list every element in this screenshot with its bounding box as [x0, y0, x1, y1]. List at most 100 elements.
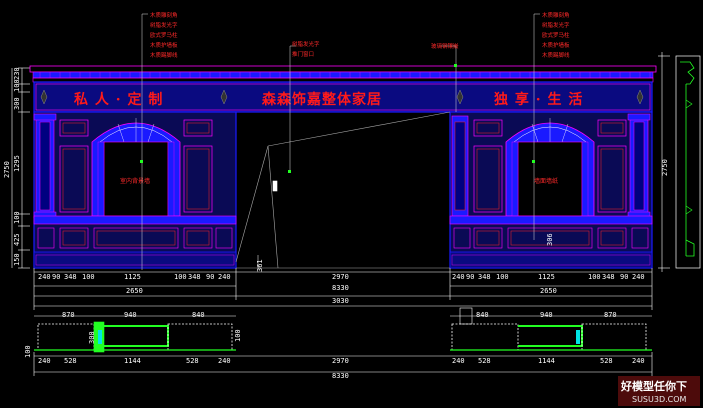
ornament-diamond-1: [40, 89, 48, 105]
plan-dim-940a: 940: [124, 311, 137, 319]
svg-text:240: 240: [218, 273, 231, 281]
right-note-3: 欧式罗马柱: [542, 31, 570, 39]
left-note-2: 树脂发光字: [150, 21, 178, 29]
svg-text:2970: 2970: [332, 273, 349, 281]
svg-text:100: 100: [174, 273, 187, 281]
svg-text:90: 90: [206, 273, 214, 281]
svg-text:528: 528: [186, 357, 199, 365]
elevation-bottom-dims: 240 90 348 100 1125 100 348 90 240 2970 …: [38, 273, 645, 281]
svg-text:100: 100: [588, 273, 601, 281]
svg-text:528: 528: [600, 357, 613, 365]
plan-dim-870a: 870: [62, 311, 75, 319]
plan-side-300: 300: [88, 331, 96, 344]
plan-side-100b: 100: [234, 329, 242, 342]
left-notes: 木质雕刻角 树脂发光字 欧式罗马柱 木质护墙板 木质踢脚线: [150, 11, 178, 59]
elevation-dim-lines: [33, 268, 653, 310]
plan-right: [450, 307, 652, 351]
dim-v-425: 425: [13, 233, 21, 246]
center-note-2: 推门窗口: [292, 50, 314, 58]
dim-v-1295: 1295: [13, 155, 21, 172]
plan-dim-870b: 870: [604, 311, 617, 319]
plan-total: 8330: [332, 372, 349, 380]
dim-v-300: 300: [13, 97, 21, 110]
right-note-1: 木质雕刻角: [542, 11, 570, 19]
center-note-1: 树脂发光字: [292, 40, 320, 48]
svg-text:240: 240: [632, 273, 645, 281]
left-note-1: 木质雕刻角: [150, 11, 178, 19]
left-dimension-chain: [11, 67, 30, 269]
svg-text:348: 348: [64, 273, 77, 281]
svg-text:100: 100: [496, 273, 509, 281]
plan-left: [34, 321, 236, 353]
dim-right-span: 2650: [540, 287, 557, 295]
svg-text:240: 240: [38, 273, 51, 281]
dim-v-2750: 2750: [3, 161, 11, 178]
left-note-5: 木质踢脚线: [150, 51, 178, 59]
side-height-dim: 2750: [661, 159, 669, 176]
svg-text:90: 90: [52, 273, 60, 281]
svg-text:240: 240: [632, 357, 645, 365]
plan-dim-840b: 840: [476, 311, 489, 319]
plan-dim-940b: 940: [540, 311, 553, 319]
watermark: 好模型任你下 SUSU3D.COM: [618, 376, 700, 406]
ornament-diamond-2: [220, 89, 228, 105]
svg-text:348: 348: [478, 273, 491, 281]
svg-text:240: 240: [452, 273, 465, 281]
svg-text:2970: 2970: [332, 357, 349, 365]
right-wall-section: [449, 111, 653, 269]
door-handle: [272, 180, 278, 192]
right-note-2: 树脂发光字: [542, 21, 570, 29]
watermark-line1: 好模型任你下: [620, 379, 687, 393]
ornament-diamond-4: [636, 89, 644, 105]
sign-band: [33, 81, 653, 113]
dim-total-elev: 8330: [332, 284, 349, 292]
plan-side-100a: 100: [24, 345, 32, 358]
plan-bottom-dim-lines: [33, 352, 653, 376]
dim-door-361: 361: [256, 259, 264, 272]
sign-right-slogan: 独 享 · 生 活: [494, 91, 583, 108]
svg-text:1125: 1125: [538, 273, 555, 281]
svg-text:1144: 1144: [538, 357, 555, 365]
left-wall-section: [33, 111, 237, 269]
dim-left-span: 2650: [126, 287, 143, 295]
dim-v-100b: 100: [13, 211, 21, 224]
left-note-3: 欧式罗马柱: [150, 31, 178, 39]
watermark-line2: SUSU3D.COM: [632, 395, 687, 404]
plan-bottom-dims: 240 528 1144 528 240 2970 240 528 1144 5…: [38, 357, 645, 365]
svg-text:1144: 1144: [124, 357, 141, 365]
svg-text:240: 240: [38, 357, 51, 365]
right-notes: 木质雕刻角 树脂发光字 欧式罗马柱 木质护墙板 木质踢脚线: [542, 11, 570, 59]
svg-text:240: 240: [452, 357, 465, 365]
svg-text:348: 348: [188, 273, 201, 281]
right-panel-label: 墙面墙纸: [534, 177, 558, 185]
leader-markers: [140, 64, 535, 173]
dim-v-230: 230: [13, 67, 21, 80]
sign-left-slogan: 私 人 · 定 制: [74, 91, 163, 108]
dim-306: 306: [546, 233, 554, 246]
left-arch-opening: [103, 141, 169, 217]
right-note-5: 木质踢脚线: [542, 51, 570, 59]
svg-text:348: 348: [602, 273, 615, 281]
left-panel-label: 室内背景墙: [120, 177, 150, 185]
sign-brand-name: 森森饰嘉整体家居: [262, 91, 382, 108]
svg-text:90: 90: [620, 273, 628, 281]
right-top-note: 玻璃钢镶嵌: [431, 42, 459, 50]
svg-text:240: 240: [218, 357, 231, 365]
dim-v-100a: 100: [13, 79, 21, 92]
svg-text:90: 90: [466, 273, 474, 281]
annotation-leaders: [141, 13, 540, 270]
dim-mid-span: 3030: [332, 297, 349, 305]
left-note-4: 木质护墙板: [150, 41, 178, 49]
center-opening: [235, 111, 451, 269]
dim-v-150: 150: [13, 253, 21, 266]
svg-text:528: 528: [64, 357, 77, 365]
ornament-diamond-3: [456, 89, 464, 105]
side-section-profile: [658, 52, 701, 272]
plan-dim-840a: 840: [192, 311, 205, 319]
cornice: [29, 65, 657, 83]
svg-text:1125: 1125: [124, 273, 141, 281]
svg-text:528: 528: [478, 357, 491, 365]
right-note-4: 木质护墙板: [542, 41, 570, 49]
svg-text:100: 100: [82, 273, 95, 281]
